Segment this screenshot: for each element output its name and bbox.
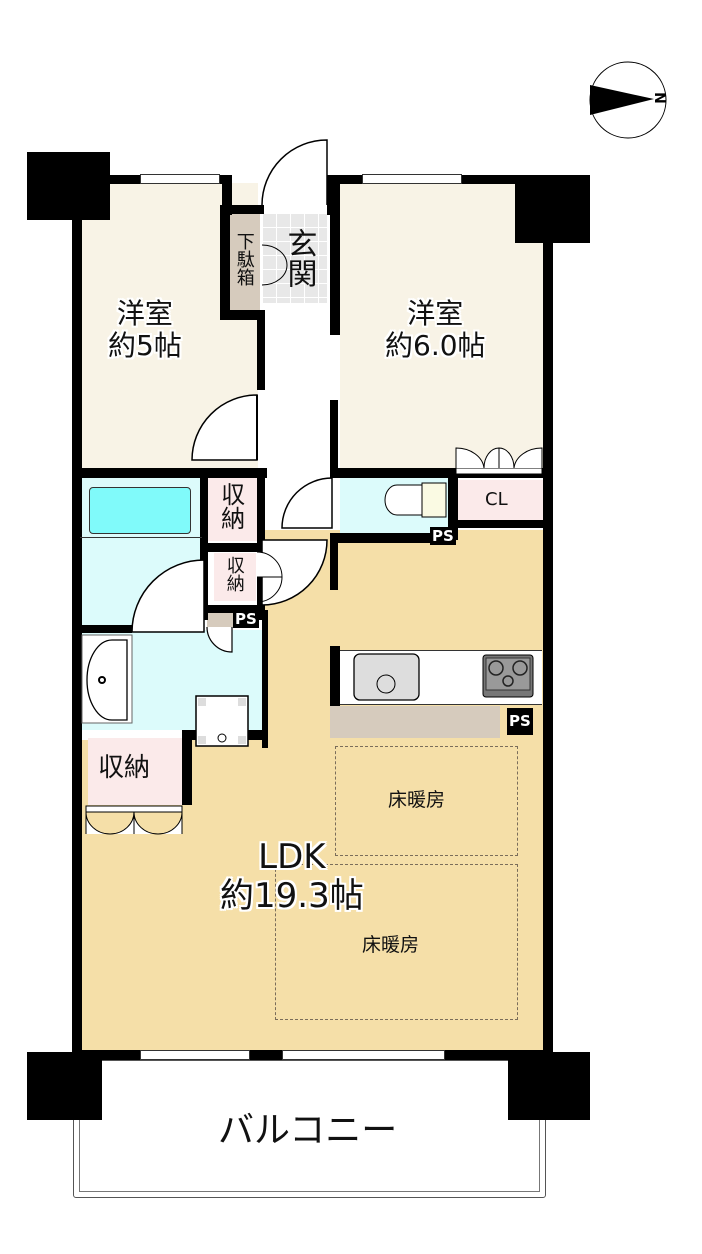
balcony [73,1060,546,1198]
storage-2-label: 収納 [223,556,245,592]
wall-room1-right2 [220,310,265,320]
toilet-door[interactable] [281,477,342,538]
compass-icon [589,61,667,139]
bathtub [89,487,191,534]
entrance-floor [262,213,327,303]
ldk-door[interactable] [261,539,342,620]
column-top-left [27,152,110,220]
window-room1[interactable] [140,174,220,184]
wall-storage3-right [182,730,192,805]
storage-3-folding-door[interactable] [85,805,186,836]
wall-storage-mid [200,543,265,552]
washing-machine-pan [195,695,249,747]
shoe-cabinet-label: 下駄箱 [233,232,255,286]
room-name: 洋室 [407,297,464,330]
shoe-cabinet [229,213,260,313]
floor-heating-2-label: 床暖房 [362,934,420,956]
compass: N [588,60,668,140]
wall-room2-bottom [330,468,552,478]
wall-storage-bottom [200,605,265,613]
storage-2-floor [214,553,256,601]
ps-label-storage: PS [233,610,259,628]
room-size: 約6.0帖 [385,329,486,363]
western-room-2-floor [340,183,545,470]
wall-ldk-left-stub [330,540,338,590]
room-name: LDK [258,837,326,877]
closet-label: CL [485,489,508,510]
wall-room1-bottom [72,468,267,478]
room1-door[interactable] [191,394,262,465]
compass-north-label: N [650,92,667,104]
storage-3-floor [88,738,182,805]
wall-left [72,175,82,1060]
closet-floor [458,480,544,522]
wall-kitchen-stub [330,646,340,706]
wall-bath-bottom [72,625,132,633]
toilet-fixture [384,482,447,518]
wall-right [543,175,553,1060]
column-bottom-right [508,1052,590,1120]
entrance-door[interactable] [261,135,342,215]
storage-1-label: 収納 [216,482,245,530]
column-bottom-left [27,1052,102,1120]
storage-2-door[interactable] [256,551,287,607]
wall-room2-left [330,175,340,335]
wall-room1-right [220,205,230,320]
entrance-label: 玄関 [281,228,317,288]
ldk-label: LDK 約19.3帖 [220,837,364,917]
balcony-label: バルコニー [218,1110,398,1151]
wall-toilet-right [448,470,458,540]
bath-wash-area [80,537,202,538]
kitchen-sink [353,653,420,701]
window-ldk-1[interactable] [140,1050,250,1060]
room-size: 約19.3帖 [220,876,364,917]
wash-door[interactable] [131,559,212,640]
room-size: 約5帖 [108,329,182,363]
storage-1-floor [207,478,257,541]
western-room-2-label: 洋室 約6.0帖 [385,297,486,363]
ps-door [206,626,233,653]
wall-entry-top [222,205,264,214]
wall-room2-left2 [330,400,338,470]
ps-label-kitchen: PS [507,708,533,735]
kitchen-back-counter [330,706,500,738]
wall-room1-right3 [257,310,265,390]
window-ldk-2[interactable] [282,1050,445,1060]
floor-heating-area-2 [275,864,518,1020]
wash-basin [81,634,133,724]
wall-cl-bottom [452,520,552,528]
western-room-1-label: 洋室 約5帖 [108,297,182,363]
wall-wash-right [262,610,268,748]
balcony-inner [79,1060,540,1192]
window-room2[interactable] [362,174,462,184]
storage-3-label: 収納 [98,753,151,783]
wall-toilet-bottom [330,533,452,543]
gas-stove [482,654,534,698]
ps-box [207,613,233,627]
ps-label-toilet: PS [430,527,456,545]
room-name: 洋室 [116,297,173,330]
ldk-floor [262,530,545,1050]
floor-heating-area-1 [335,746,518,856]
wall-entry-left [222,175,232,215]
floor-heating-1-label: 床暖房 [388,789,446,811]
closet-folding-door[interactable] [455,440,546,475]
entrance-shoe-door[interactable] [261,225,292,295]
